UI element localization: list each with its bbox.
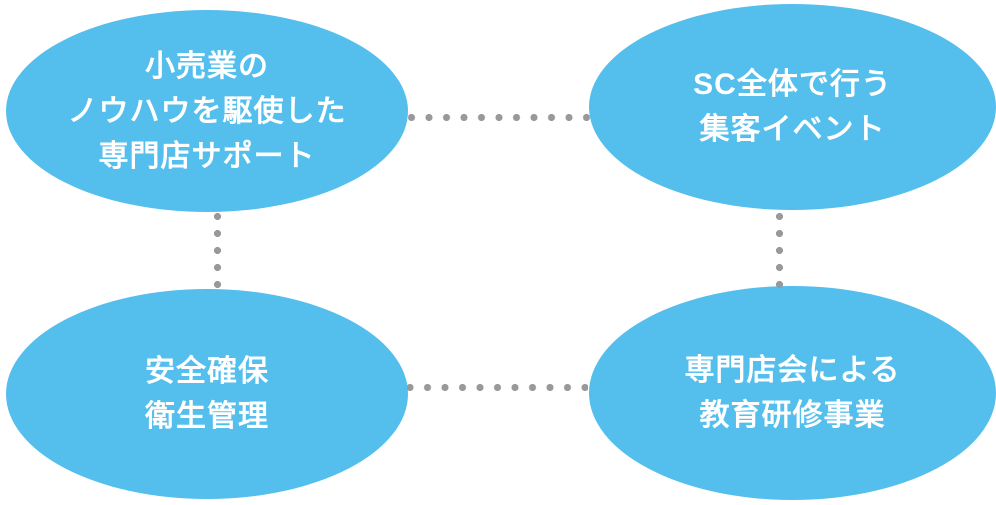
- node-sc-customer-events-label: SC全体で行う 集客イベント: [693, 62, 892, 152]
- label-line: 教育研修事業: [699, 399, 886, 432]
- dotted-connector-top: [408, 113, 590, 122]
- label-line: 集客イベント: [699, 113, 886, 146]
- label-line: 専門店サポート: [98, 139, 316, 173]
- label-line: 専門店会による: [684, 354, 901, 387]
- dotted-connector-left: [213, 209, 222, 292]
- label-line: SC全体で行う: [693, 68, 892, 101]
- label-line: 安全確保: [145, 355, 269, 388]
- node-safety-hygiene: 安全確保 衛生管理: [6, 289, 408, 499]
- label-line: 小売業の: [145, 49, 269, 83]
- node-sc-customer-events: SC全体で行う 集客イベント: [589, 4, 996, 210]
- label-line: 衛生管理: [145, 400, 269, 433]
- label-line: ノウハウを駆使した: [67, 94, 347, 128]
- dotted-connector-bottom: [407, 383, 588, 392]
- dotted-connector-right: [775, 209, 784, 292]
- node-retail-knowhow-support-label: 小売業の ノウハウを駆使した 専門店サポート: [68, 44, 347, 179]
- node-safety-hygiene-label: 安全確保 衛生管理: [145, 349, 269, 439]
- node-training-program: 専門店会による 教育研修事業: [589, 286, 996, 500]
- node-training-program-label: 専門店会による 教育研修事業: [684, 348, 900, 438]
- node-retail-knowhow-support: 小売業の ノウハウを駆使した 専門店サポート: [6, 10, 408, 212]
